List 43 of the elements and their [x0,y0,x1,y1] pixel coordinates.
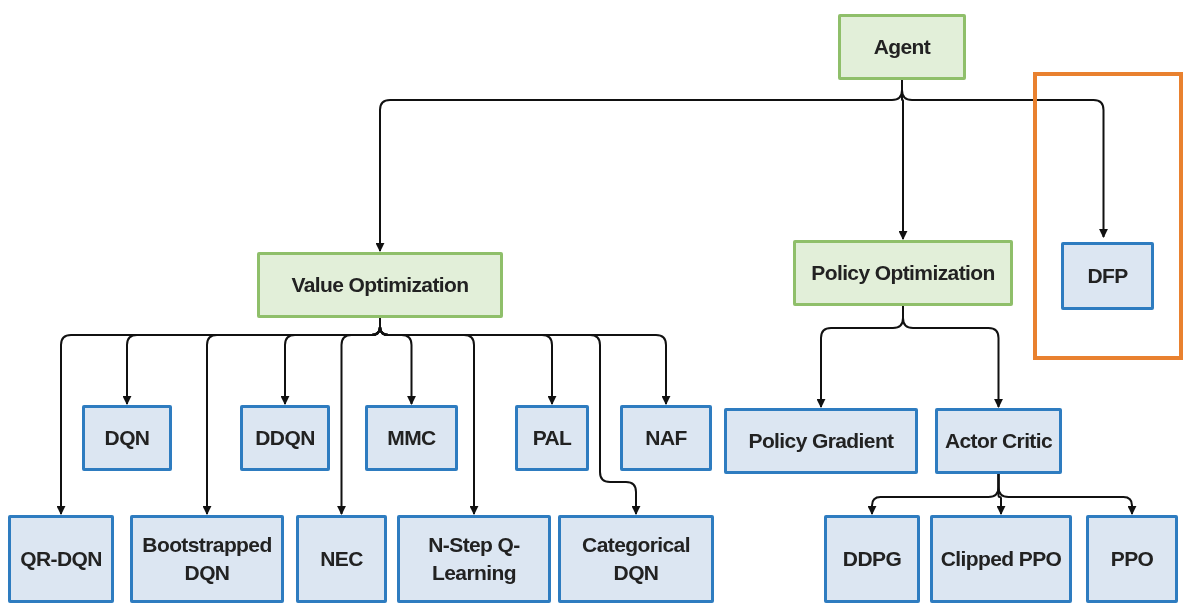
process-box [515,405,589,471]
node-label: Categorical DQN [581,531,691,586]
node-label: NAF [644,424,688,451]
node-label: Clipped PPO [939,545,1063,572]
node-label: Bootstrapped DQN [141,531,273,586]
arrow [997,473,1137,515]
node-label: PAL [531,424,573,451]
node-label: Policy Optimization [810,259,996,286]
process-box [296,515,387,603]
arrow [901,79,1108,238]
arrow [379,317,671,405]
highlight-frame [1033,72,1183,360]
node-label: MMC [386,424,437,451]
node-label: QR-DQN [19,545,103,572]
process-box [365,405,458,471]
node-label: Agent [872,33,932,60]
node-label: PPO [1109,545,1155,572]
process-box [838,14,966,80]
process-box [724,408,918,474]
process-box [8,515,114,603]
process-box [935,408,1062,474]
node-label: DDPG [841,545,903,572]
node-label: Value Optimization [290,271,470,298]
process-box [240,405,330,471]
process-box [824,515,920,603]
node-label: NEC [319,545,364,572]
process-box [558,515,714,603]
process-box [82,405,172,471]
process-box [1061,242,1154,310]
process-box [930,515,1072,603]
process-box [257,252,503,318]
node-label: Actor Critic [943,427,1054,454]
process-box [397,515,551,603]
arrow [902,305,1003,408]
node-label: N-Step Q-Learning [427,531,521,586]
node-label: DFP [1086,262,1129,289]
process-box [130,515,284,603]
process-box [793,240,1013,306]
node-label: DQN [103,424,151,451]
process-box [620,405,712,471]
node-label: Policy Gradient [747,427,895,454]
node-label: DDQN [254,424,316,451]
process-box [1086,515,1178,603]
